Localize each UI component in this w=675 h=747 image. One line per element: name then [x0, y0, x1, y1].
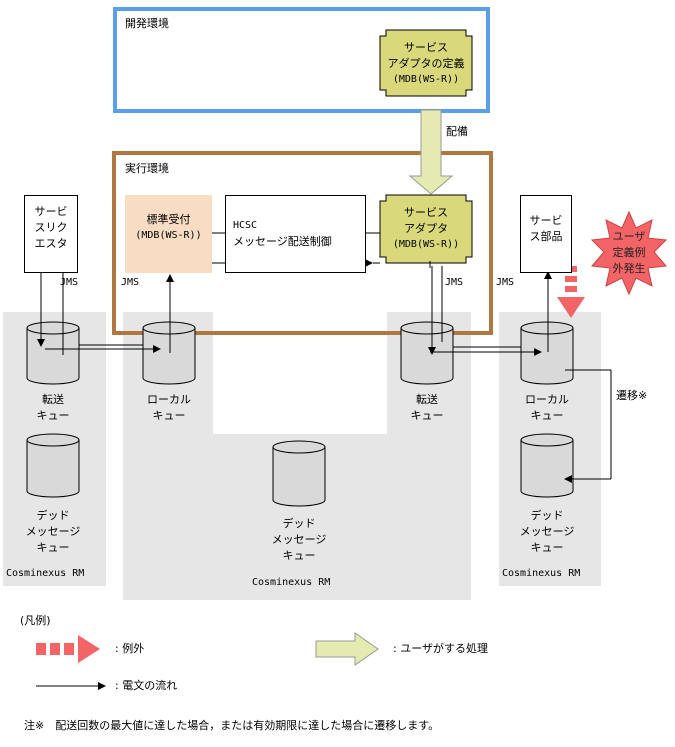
exec-env-label: 実行環境	[125, 162, 169, 175]
exception-arrow	[557, 266, 585, 318]
service-part-label: サービ ス部品	[529, 214, 563, 243]
forward-queue-right-label: 転送 キュー	[410, 393, 444, 422]
dead-queue-right-label: デッド メッセージ キュー	[519, 509, 575, 554]
dev-env-box	[113, 7, 490, 113]
rm-label-center: Cosminexus RM	[252, 577, 331, 588]
cylinders	[26, 321, 574, 507]
hcsc-control-box	[225, 195, 366, 273]
jms-label-requester: JMS	[60, 277, 79, 288]
legend-user-process-text: : ユーザがする処理	[393, 642, 488, 655]
service-requester-label: サービ スリク エスタ	[34, 205, 68, 250]
legend-user-arrow	[315, 632, 379, 666]
legend-graphics	[36, 632, 379, 690]
deploy-label: 配備	[446, 125, 468, 138]
jms-label-part: JMS	[496, 277, 515, 288]
deploy-arrow	[408, 109, 454, 195]
jms-label-reception: JMS	[121, 277, 140, 288]
adapter-def-shape	[379, 29, 473, 97]
user-exception-label: ユーザ 定義例 外発生	[612, 230, 646, 275]
hcsc-control-label: HCSC メッセージ配送制御	[233, 220, 332, 248]
service-part-box	[520, 195, 572, 273]
standard-reception-label: 標準受付 (MDB(WS-R))	[135, 213, 202, 241]
forward-queue-left-label: 転送 キュー	[36, 393, 70, 422]
local-queue-center-label: ローカル キュー	[147, 393, 191, 422]
transition-label: 遷移※	[616, 389, 648, 402]
service-adapter-shape	[379, 194, 473, 264]
rm-label-left: Cosminexus RM	[6, 568, 85, 579]
dead-queue-center-label: デッド メッセージ キュー	[271, 517, 327, 562]
standard-reception-box	[125, 195, 212, 273]
footnote: 注※ 配送回数の最大値に達した場合，または有効期限に達した場合に遷移します。	[24, 719, 440, 732]
service-requester-box	[24, 195, 78, 273]
legend-exception-text: : 例外	[115, 642, 145, 655]
jms-label-adapter: JMS	[445, 277, 464, 288]
rm-label-right: Cosminexus RM	[502, 568, 581, 579]
exec-env-box	[112, 151, 493, 335]
user-exception-burst	[590, 210, 668, 296]
legend-exception-arrow	[36, 635, 100, 663]
legend-message-flow-text: : 電文の流れ	[115, 679, 178, 692]
dev-env-label: 開発環境	[125, 17, 169, 30]
dead-queue-left-label: デッド メッセージ キュー	[25, 509, 81, 554]
local-queue-right-label: ローカル キュー	[525, 393, 569, 422]
service-adapter-label: サービス アダプタ (MDB(WS-R))	[392, 206, 460, 250]
adapter-def-label: サービス アダプタの定義 (MDB(WS-R))	[387, 41, 465, 85]
legend-title: (凡例)	[20, 614, 51, 627]
